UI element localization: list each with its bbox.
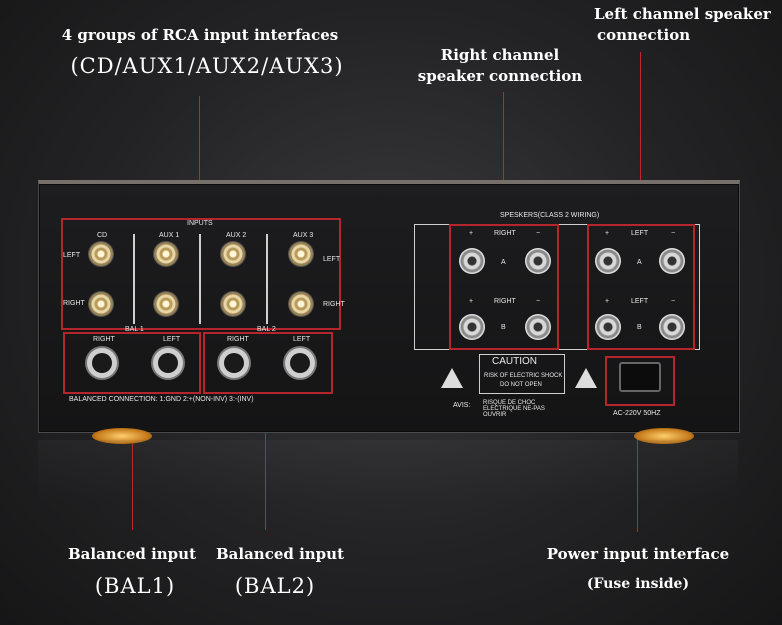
rca-callout-title: 4 groups of RCA input interfaces [61,26,339,44]
spk-right-minus-b: − [536,298,541,305]
amplifier-rear-panel: INPUTS CD AUX 1 AUX 2 AUX 3 LEFT RIGHT L… [38,180,740,433]
rca-group-aux2: AUX 2 [226,232,247,239]
power-inlet-block [605,356,675,406]
spk-left-b-minus-post[interactable] [659,314,685,340]
bal2-label: BAL 2 [257,326,276,333]
right-speaker-block [449,224,559,350]
iec-power-inlet[interactable] [619,362,661,392]
bal1-lead-line [132,422,133,530]
shock-warning-icon-2 [575,368,597,388]
balanced-connection-note: BALANCED CONNECTION: 1:GND 2:+(NON-INV) … [69,396,254,403]
spk-right-plus-a: + [469,230,474,237]
spk-right-b-plus-post[interactable] [459,314,485,340]
rca-left-label-r: LEFT [323,256,341,263]
spk-left-a-label: A [637,259,642,266]
rca-right-label: RIGHT [63,300,85,307]
rca-callout-sub: (CD/AUX1/AUX2/AUX3) [70,54,344,78]
spk-left-minus-b: − [671,298,676,305]
rca-input-block [61,218,341,330]
inputs-label: INPUTS [187,220,213,227]
rca-divider-2 [199,234,201,324]
bal2-block [203,332,333,394]
rca-cd-left[interactable] [89,242,113,266]
speakers-label: SPESKERS(CLASS 2 WIRING) [500,212,600,219]
spk-left-a-minus-post[interactable] [659,248,685,274]
xlr-bal2-right[interactable] [219,348,249,378]
spk-right-minus-a: − [536,230,541,237]
bal1-block [63,332,201,394]
bal1-callout-title: Balanced input [67,545,197,563]
rca-aux1-left[interactable] [154,242,178,266]
xlr-bal2-left-label: LEFT [293,336,311,343]
bal1-callout-sub: (BAL1) [94,574,176,598]
spk-right-b-label: B [501,324,506,331]
rca-right-label-r: RIGHT [323,301,345,308]
bal2-callout-title: Balanced input [215,545,345,563]
shock-warning-icon [441,368,463,388]
spk-right-label-a: RIGHT [494,230,516,237]
caution-title: CAUTION [492,356,537,367]
spk-left-minus-a: − [671,230,676,237]
rca-group-aux1: AUX 1 [159,232,180,239]
rca-left-label: LEFT [63,252,81,259]
right-speaker-callout-line2: speaker connection [417,67,583,85]
xlr-bal1-left-label: LEFT [163,336,181,343]
caution-box: CAUTION RISK OF ELECTRIC SHOCK DO NOT OP… [479,354,565,394]
spk-left-b-plus-post[interactable] [595,314,621,340]
rca-group-cd: CD [97,232,108,239]
rca-aux3-left[interactable] [289,242,313,266]
spk-left-a-plus-post[interactable] [595,248,621,274]
left-speaker-callout-line2: connection [597,26,691,44]
rca-divider-1 [133,234,135,324]
left-speaker-block [587,224,695,350]
spk-left-plus-b: + [605,298,610,305]
spk-right-plus-b: + [469,298,474,305]
bal1-label: BAL 1 [125,326,144,333]
rca-group-aux3: AUX 3 [293,232,314,239]
xlr-bal1-left[interactable] [153,348,183,378]
left-speaker-callout-line1: Left channel speaker [594,5,771,23]
power-callout-title: Power input interface [546,545,730,563]
foot-left [92,428,152,444]
right-speaker-lead-line [503,92,504,250]
rca-aux2-left[interactable] [221,242,245,266]
spk-right-a-plus-post[interactable] [459,248,485,274]
left-speaker-lead-line [640,52,641,252]
bal2-lead-line [265,422,266,530]
spk-left-label-a: LEFT [631,230,649,237]
bal2-callout-sub: (BAL2) [234,574,316,598]
rca-aux1-right[interactable] [154,292,178,316]
caution-line2: DO NOT OPEN [500,382,542,388]
spk-left-b-label: B [637,324,642,331]
rca-divider-3 [266,234,268,324]
spk-left-label-b: LEFT [631,298,649,305]
rca-lead-line [199,96,200,218]
power-callout-sub: (Fuse inside) [586,576,690,592]
xlr-bal2-left[interactable] [285,348,315,378]
spk-right-b-minus-post[interactable] [525,314,551,340]
table-reflection [38,440,738,500]
rca-cd-right[interactable] [89,292,113,316]
caution-line1: RISK OF ELECTRIC SHOCK [484,373,563,379]
avis-text: RISQUE DE CHOC ELECTRIQUE NE-PAS OUVRIR [483,400,545,418]
spk-right-label-b: RIGHT [494,298,516,305]
avis-label: AVIS: [453,402,471,409]
power-lead-line [637,382,638,532]
right-speaker-callout-line1: Right channel [440,46,560,64]
xlr-bal1-right[interactable] [87,348,117,378]
spk-left-plus-a: + [605,230,610,237]
rca-aux2-right[interactable] [221,292,245,316]
spk-right-a-label: A [501,259,506,266]
spk-right-a-minus-post[interactable] [525,248,551,274]
foot-right [634,428,694,444]
rca-aux3-right[interactable] [289,292,313,316]
xlr-bal2-right-label: RIGHT [227,336,249,343]
xlr-bal1-right-label: RIGHT [93,336,115,343]
power-rating: AC-220V 50HZ [613,410,661,417]
